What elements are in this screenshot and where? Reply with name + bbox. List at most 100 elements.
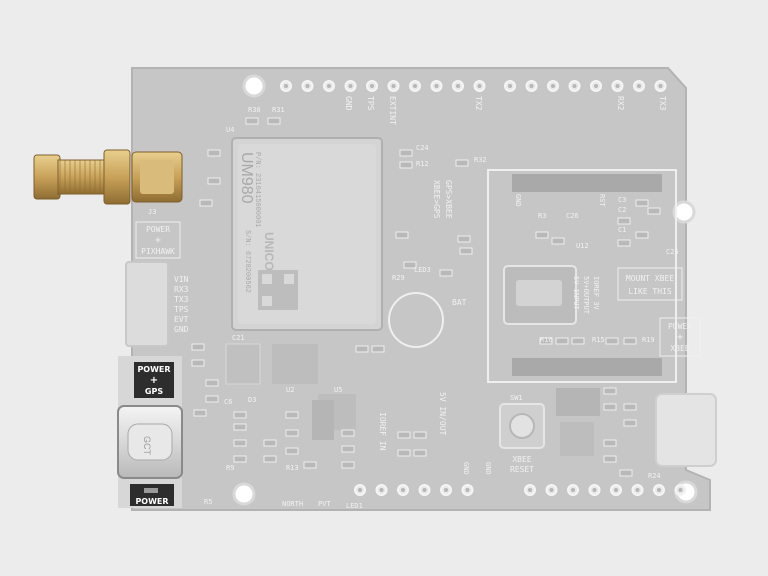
- top-header-right: [504, 80, 667, 92]
- smd-part: [191, 359, 205, 367]
- label-ioref-in: IOREF IN: [378, 412, 387, 451]
- header-pad-hole: [477, 84, 482, 88]
- smd-part: [603, 403, 617, 411]
- power-gps-line3: GPS: [145, 387, 163, 396]
- power-bottom-label: POWER: [135, 497, 168, 506]
- xbee-header-bottom: [512, 358, 662, 376]
- battery-holder: [388, 292, 444, 348]
- smd-part: [199, 199, 213, 207]
- hdr-tx3: TX3: [658, 96, 667, 111]
- ic-u2: [272, 344, 318, 384]
- smd-part: [233, 411, 247, 419]
- smd-part: [207, 177, 221, 185]
- power-gps-line1: POWER: [137, 365, 170, 374]
- ref-r13: R13: [286, 464, 299, 472]
- ref-c3: C3: [618, 196, 626, 204]
- smd-part: [233, 455, 247, 463]
- header-pad-hole: [413, 84, 417, 88]
- header-pad-hole: [434, 84, 439, 88]
- smd-part: [233, 423, 247, 431]
- mounting-hole: [672, 200, 696, 224]
- ref-c21: C21: [232, 334, 245, 342]
- header-pad-hole: [379, 488, 384, 492]
- smd-part: [535, 231, 549, 239]
- header-pad-hole: [508, 84, 512, 88]
- smd-part: [617, 217, 631, 225]
- label-xbee-reset-2: RESET: [510, 465, 534, 474]
- label-rst: RST: [598, 194, 606, 207]
- smd-part: [539, 337, 553, 345]
- ref-c24: C24: [416, 144, 429, 152]
- label-5v-in-out: 5V IN/OUT: [438, 392, 447, 436]
- bottom-header: [354, 484, 687, 496]
- pin-tx3: TX3: [174, 295, 189, 304]
- label-like-this: LIKE THIS: [628, 287, 672, 296]
- smd-part: [635, 199, 649, 207]
- header-pad-hole: [456, 84, 460, 88]
- smd-part: [623, 337, 637, 345]
- smd-part: [603, 455, 617, 463]
- header-pad-hole: [391, 84, 396, 88]
- pin-rx3: RX3: [174, 285, 189, 294]
- label-gnd-a: GND: [462, 462, 470, 475]
- label-sw1: SW1: [510, 394, 523, 402]
- smd-part: [341, 429, 355, 437]
- header-pad-hole: [572, 84, 577, 88]
- xbee-reset-button[interactable]: [499, 403, 545, 449]
- header-pad-hole: [615, 84, 620, 88]
- header-pad-hole: [348, 84, 353, 88]
- pin-gnd: GND: [174, 325, 189, 334]
- smd-part: [605, 337, 619, 345]
- xbee-header-top: [512, 174, 662, 192]
- header-pad-hole: [635, 488, 640, 492]
- power-gps-highlight: POWER + GPS GCT POWER: [117, 356, 183, 508]
- ref-r32: R32: [474, 156, 487, 164]
- ic-driver: [560, 422, 594, 456]
- label-5v-input: 5V INPUT: [572, 276, 580, 311]
- header-pad-hole: [284, 84, 288, 88]
- smd-part: [399, 161, 413, 169]
- header-pad-hole: [549, 488, 554, 492]
- label-pvt: PVT: [318, 500, 331, 508]
- smd-part: [207, 149, 221, 157]
- hdr-tps: TPS: [366, 96, 375, 111]
- smd-part: [647, 207, 661, 215]
- ref-c25: C25: [666, 248, 679, 256]
- header-pad-hole: [592, 488, 597, 492]
- smd-part: [397, 449, 411, 457]
- smd-part: [457, 235, 471, 243]
- header-pad-hole: [551, 84, 555, 88]
- smd-part: [623, 419, 637, 427]
- header-pad-hole: [614, 488, 618, 492]
- module-model: UM980: [238, 152, 255, 204]
- hdr-extint: EXTINT: [388, 96, 397, 125]
- smd-part: [603, 387, 617, 395]
- smd-part: [617, 239, 631, 247]
- ic-level: [556, 388, 600, 416]
- header-pad-hole: [327, 84, 331, 88]
- smd-part: [395, 231, 409, 239]
- module-sn: S/N: 6728200562: [243, 230, 251, 293]
- smd-part: [263, 439, 277, 447]
- label-power-pixhawk-3: PIXHAWK: [141, 247, 175, 256]
- ref-r31: R31: [272, 106, 285, 114]
- pin-evt: EVT: [174, 315, 189, 324]
- ref-u4: U4: [226, 126, 234, 134]
- pcb-board: [131, 67, 711, 511]
- ref-u12: U12: [576, 242, 589, 250]
- ref-c6: C6: [224, 398, 232, 406]
- ref-r15: R15: [592, 336, 605, 344]
- power-gps-line2: +: [150, 375, 158, 386]
- ref-r30: R30: [248, 106, 261, 114]
- label-north: NORTH: [282, 500, 303, 508]
- label-power-pixhawk-1: POWER: [146, 225, 170, 234]
- smd-part: [571, 337, 585, 345]
- top-header-left: [280, 80, 486, 92]
- smd-part: [233, 439, 247, 447]
- smd-part: [551, 237, 565, 245]
- header-pad-hole: [422, 488, 427, 492]
- ref-r5: R5: [204, 498, 212, 506]
- label-power-xbee-3: XBEE: [670, 344, 689, 353]
- header-pad-hole: [370, 84, 374, 88]
- ic-mux: [312, 400, 334, 440]
